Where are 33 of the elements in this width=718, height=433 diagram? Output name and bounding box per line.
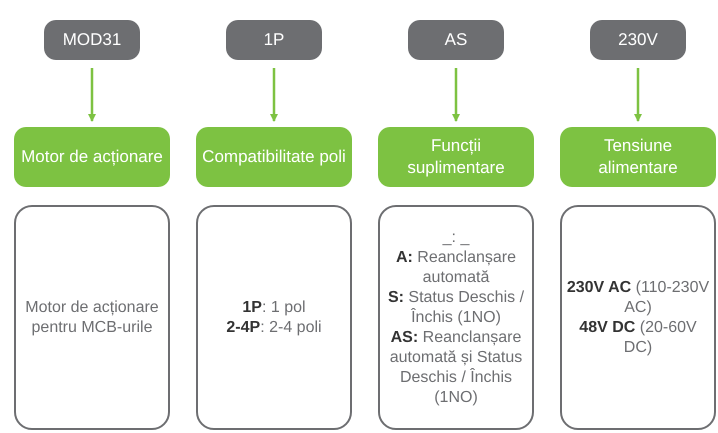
tag-label: 1P [264, 30, 284, 50]
description-text: S: Status Deschis /Închis (1NO) [386, 288, 526, 328]
description-card [378, 205, 534, 430]
description-text: A: Reanclanșare automată [394, 248, 518, 288]
description-card [196, 205, 352, 430]
description-text: 230V AC (110-230V AC) [566, 278, 710, 318]
description-card [14, 205, 170, 430]
code-tag [226, 20, 322, 60]
description-text: AS: Reanclanșare automată și Status Deschis / Închis (1NO) [388, 328, 524, 408]
code-tag [408, 20, 504, 60]
header-label: Tensiune alimentare [597, 134, 679, 179]
arrow [88, 68, 96, 122]
code-tag [44, 20, 140, 60]
arrow [452, 68, 460, 122]
category-header [378, 127, 534, 187]
description-text: 2-4P: 2-4 poli [226, 318, 322, 338]
header-label: Motor de acționare [21, 146, 163, 168]
description-text: _: _ [442, 228, 470, 248]
header-label: Compatibilitate poli [202, 146, 346, 168]
category-header [196, 127, 352, 187]
arrow [634, 68, 642, 122]
description-text: 48V DC (20-60V DC) [578, 318, 698, 358]
description-text: Motor de acționare pentru MCB-urile [24, 298, 160, 338]
tag-label: 230V [618, 30, 658, 50]
code-tag [590, 20, 686, 60]
description-text: 1P: 1 pol [242, 298, 306, 318]
category-header [560, 127, 716, 187]
header-label: Funcții suplimentare [406, 134, 506, 179]
tag-label: AS [444, 30, 468, 50]
description-card [560, 205, 716, 430]
tag-label: MOD31 [62, 30, 122, 50]
arrow [270, 68, 278, 122]
category-header [14, 127, 170, 187]
